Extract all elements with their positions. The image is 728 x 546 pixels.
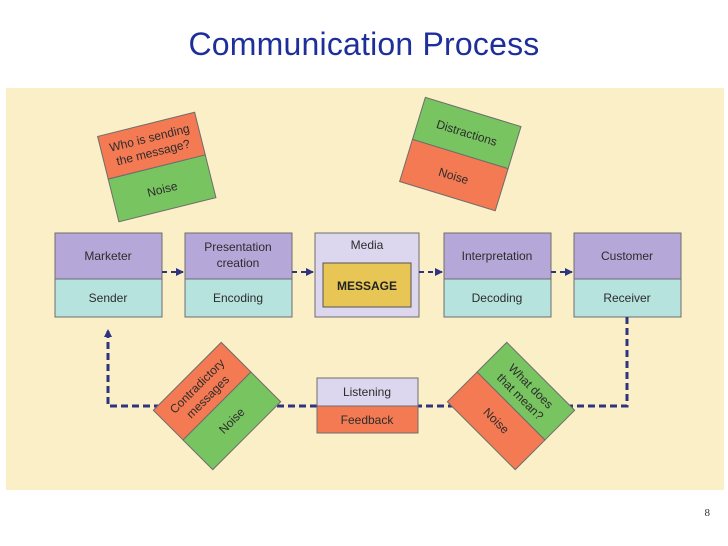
stage-function-label: Sender [89, 291, 128, 305]
noise-card-feedback-left: Contradictory messages Noise [152, 341, 282, 471]
stage-function-label: Decoding [472, 291, 523, 305]
stage-function-box [184, 278, 293, 318]
message-label: MESSAGE [337, 279, 397, 293]
noise-card-media: Distractions Noise [398, 96, 522, 212]
noise-card-bottom [182, 371, 282, 471]
stage-role-box [184, 232, 293, 280]
feedback-loop-left [104, 329, 172, 408]
slide-title: Communication Process [188, 26, 540, 62]
noise-card-feedback-right: What does that mean? Noise [446, 341, 576, 471]
stage-media: Media MESSAGE [314, 232, 420, 318]
stage-role-label: Customer [601, 249, 653, 263]
noise-card-bottom [107, 154, 217, 223]
stage-sender: Marketer Sender [54, 232, 163, 318]
feedback-box: Listening Feedback [316, 377, 419, 434]
media-label: Media [351, 238, 384, 252]
stage-decoding: Interpretation Decoding [443, 232, 552, 318]
noise-card-bottom [398, 138, 509, 212]
stage-receiver: Customer Receiver [573, 232, 682, 318]
stage-function-box [573, 278, 682, 318]
feedback-subbox [316, 405, 419, 434]
feedback-loop-right [533, 317, 629, 408]
stage-role-label-line-2: creation [217, 256, 260, 270]
feedback-label: Feedback [341, 413, 395, 427]
stage-role-label-line-1: Presentation [204, 240, 271, 254]
stage-function-box [443, 278, 552, 318]
stage-function-box [54, 278, 163, 318]
listening-label: Listening [343, 385, 391, 399]
stage-role-label: Marketer [84, 249, 131, 263]
stage-role-label: Interpretation [462, 249, 533, 263]
listening-box [316, 377, 419, 407]
page-number: 8 [704, 507, 711, 519]
noise-card-sender: Who is sending the message? Noise [96, 111, 217, 223]
message-box [322, 262, 412, 308]
stage-function-label: Receiver [603, 291, 650, 305]
stage-role-box [443, 232, 552, 280]
noise-card-bottom [446, 371, 546, 471]
stage-function-label: Encoding [213, 291, 263, 305]
stage-encoding: Presentation creation Encoding [184, 232, 293, 318]
